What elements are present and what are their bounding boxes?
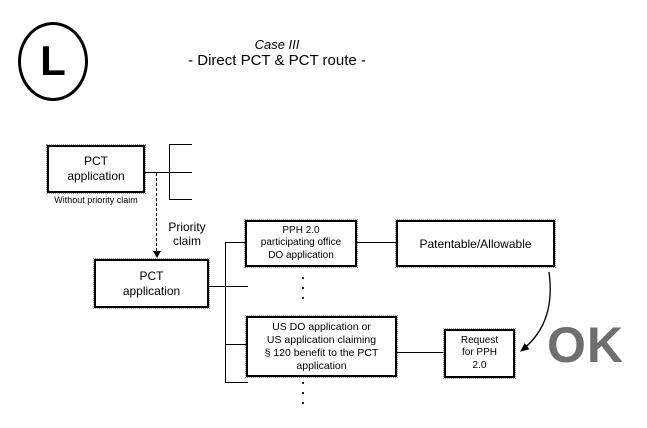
logo-letter: L — [40, 36, 66, 84]
fork-branch-line — [169, 144, 192, 145]
fork-branch-line — [225, 286, 248, 287]
fork-branch-line — [225, 382, 248, 383]
box-text-line: 2.0 — [472, 359, 487, 371]
ellipsis-dots — [302, 382, 304, 404]
box-text-line: PCT — [84, 154, 108, 168]
dot — [302, 392, 304, 394]
ok-text: OK — [547, 317, 624, 373]
box-text-line: Request — [460, 334, 499, 346]
priority-claim-label: Priority claim — [158, 220, 216, 248]
connector-line — [397, 352, 444, 353]
box-text-line: application — [67, 169, 125, 183]
box-text-line: US application claiming — [266, 333, 377, 346]
logo-l-ellipse-icon: L — [18, 22, 88, 101]
box-text-line: US DO application or — [272, 320, 371, 333]
box-text-line: participating office — [260, 237, 342, 249]
dot — [302, 402, 304, 404]
fork-vertical-line — [169, 144, 170, 200]
box-text-line: PCT — [139, 268, 164, 283]
dot — [302, 287, 304, 289]
box-text-line: DO application — [268, 249, 334, 261]
pct-application-box-1: PCT application — [46, 144, 146, 194]
box-text-line: § 120 benefit to the PCT — [264, 346, 379, 359]
connector-line — [145, 172, 192, 173]
curved-arrow-icon — [519, 271, 551, 352]
us-do-application-box: US DO application or US application clai… — [245, 315, 398, 378]
dot — [302, 382, 304, 384]
request-for-pph-box: Request for PPH 2.0 — [443, 328, 516, 379]
label-line: claim — [172, 234, 201, 248]
connector-line — [209, 286, 226, 287]
box-text-line: for PPH — [461, 347, 497, 359]
slide-subtitle: - Direct PCT & PCT route - — [188, 52, 366, 69]
box-text-line: application — [122, 283, 181, 298]
box-text-line: PPH 2.0 — [282, 224, 320, 236]
box-text-line: Patentable/Allowable — [419, 236, 532, 251]
patentable-allowable-box: Patentable/Allowable — [395, 219, 556, 268]
pct-application-box-2: PCT application — [93, 258, 210, 309]
connector-line — [357, 242, 396, 243]
priority-claim-dashed-line — [156, 173, 157, 251]
box-text-line: application — [296, 359, 347, 372]
fork-vertical-line — [225, 242, 226, 383]
fork-branch-line — [225, 344, 247, 345]
ellipsis-dots — [302, 277, 304, 299]
without-priority-claim-caption: Without priority claim — [54, 195, 138, 205]
dot — [302, 297, 304, 299]
dot — [302, 277, 304, 279]
arrowhead-down-icon — [153, 251, 161, 258]
label-line: Priority — [168, 220, 206, 234]
fork-branch-line — [169, 199, 192, 200]
slide-title: Case III — [254, 37, 300, 52]
pph-participating-office-box: PPH 2.0 participating office DO applicat… — [244, 219, 358, 268]
fork-branch-line — [225, 242, 246, 243]
